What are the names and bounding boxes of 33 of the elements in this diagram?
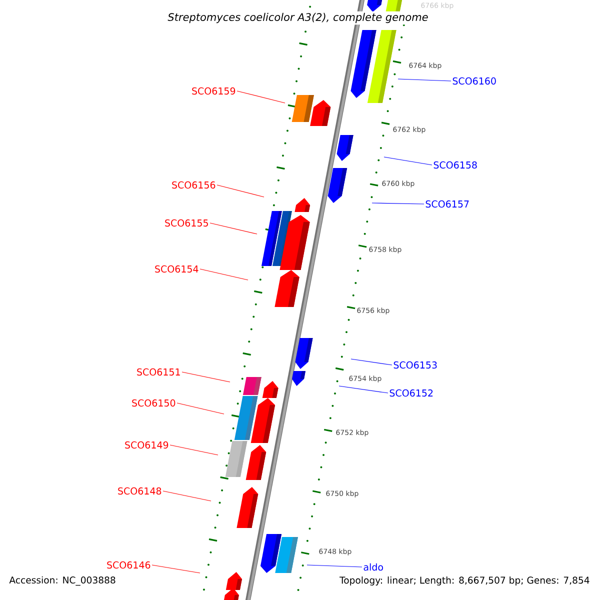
gene-label: SCO6157 <box>426 200 469 208</box>
leader-line <box>200 268 248 280</box>
genome-info-text: Topology: linear; Length: 8,667,507 bp; Genes: 7,854 <box>340 576 590 586</box>
gene-label: SCO6151 <box>137 368 180 376</box>
gene-label: SCO6153 <box>394 361 437 369</box>
gene-label: SCO6148 <box>118 487 162 495</box>
gene-label: aldo <box>364 563 383 571</box>
leader-line <box>216 184 264 198</box>
gene-label: SCO6156 <box>172 181 216 189</box>
gene-label: SCO6160 <box>452 77 496 85</box>
leader-line <box>350 358 392 366</box>
leader-line <box>170 444 218 456</box>
gene-label: SCO6159 <box>192 87 236 95</box>
gene-label: SCO6158 <box>434 161 477 169</box>
leader-line <box>398 78 452 82</box>
leader-line <box>338 386 388 394</box>
accession-text: Accession: NC_003888 <box>9 576 116 586</box>
gene-label: SCO6149 <box>125 441 168 449</box>
leader-line <box>236 90 286 104</box>
leader-line <box>182 372 230 382</box>
leader-line <box>384 156 432 166</box>
leader-line <box>176 402 224 414</box>
gene-label: SCO6146 <box>107 561 150 569</box>
leader-line <box>210 222 258 234</box>
leader-line <box>306 564 362 568</box>
gene-label: SCO6150 <box>132 399 176 407</box>
gene-label: SCO6154 <box>155 265 198 273</box>
leader-line <box>152 564 200 574</box>
leader-line <box>372 202 424 204</box>
title: Streptomyces coelicolor A3(2), complete genome <box>166 11 430 25</box>
leader-line <box>162 490 212 502</box>
gene-label: SCO6155 <box>165 219 208 227</box>
gene-label: SCO6152 <box>390 389 433 397</box>
